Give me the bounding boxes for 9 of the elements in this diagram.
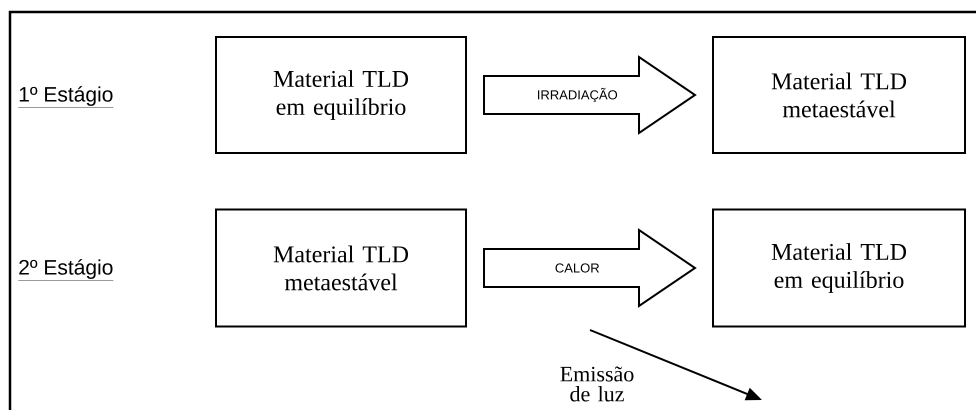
arrow-caption: Emissão de luz	[560, 366, 634, 402]
state-box: Material TLD em equilíbrio	[712, 208, 966, 328]
state-box: Material TLD metaestável	[712, 36, 966, 154]
block-arrow	[483, 228, 697, 308]
stage-label: 2º Estágio	[18, 259, 114, 281]
stage-label: 1º Estágio	[18, 86, 114, 108]
edge-label: IRRADIAÇÃO	[536, 86, 619, 104]
state-box: Material TLD metaestável	[215, 208, 467, 328]
state-box: Material TLD em equilíbrio	[215, 36, 467, 154]
